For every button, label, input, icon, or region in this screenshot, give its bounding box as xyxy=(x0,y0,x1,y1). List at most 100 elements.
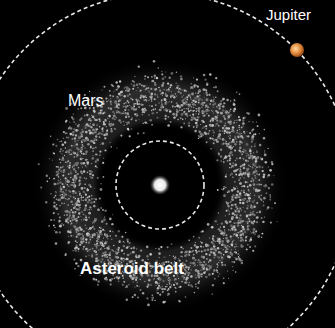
asteroid-dot xyxy=(177,85,180,88)
asteroid-dot xyxy=(226,141,228,143)
asteroid-dot xyxy=(113,91,114,92)
asteroid-dot xyxy=(81,219,82,220)
asteroid-dot xyxy=(209,110,211,112)
asteroid-dot xyxy=(116,110,117,111)
asteroid-dot xyxy=(251,130,252,131)
asteroid-dot xyxy=(188,284,190,286)
asteroid-dot xyxy=(258,165,261,168)
asteroid-dot xyxy=(223,115,226,118)
asteroid-dot xyxy=(179,88,181,90)
asteroid-dot xyxy=(192,99,194,101)
asteroid-dot xyxy=(142,95,145,98)
asteroid-dot xyxy=(127,121,130,124)
asteroid-dot xyxy=(236,132,238,134)
asteroid-dot xyxy=(216,106,218,108)
asteroid-dot xyxy=(138,255,141,258)
asteroid-dot xyxy=(238,174,240,176)
asteroid-dot xyxy=(93,278,96,281)
asteroid-dot xyxy=(75,181,77,183)
asteroid-dot xyxy=(248,160,249,161)
asteroid-dot xyxy=(238,258,241,261)
asteroid-dot xyxy=(98,230,100,232)
asteroid-dot xyxy=(209,237,210,238)
asteroid-dot xyxy=(61,143,64,146)
asteroid-dot xyxy=(99,154,100,155)
asteroid-dot xyxy=(226,222,229,225)
asteroid-dot xyxy=(78,228,80,230)
asteroid-dot xyxy=(180,251,182,253)
asteroid-dot xyxy=(261,184,263,186)
asteroid-dot xyxy=(106,101,108,103)
asteroid-dot xyxy=(38,163,40,165)
asteroid-dot xyxy=(81,130,84,133)
asteroid-dot xyxy=(222,131,223,132)
asteroid-dot xyxy=(216,269,218,271)
asteroid-dot xyxy=(56,198,58,200)
asteroid-dot xyxy=(96,232,97,233)
asteroid-dot xyxy=(110,98,111,99)
asteroid-dot xyxy=(166,284,167,285)
asteroid-dot xyxy=(234,246,236,248)
asteroid-dot xyxy=(95,129,97,131)
asteroid-dot xyxy=(146,246,149,249)
asteroid-dot xyxy=(243,185,245,187)
asteroid-dot xyxy=(242,176,243,177)
asteroid-dot xyxy=(219,273,221,275)
asteroid-dot xyxy=(245,159,247,161)
asteroid-dot xyxy=(193,254,195,256)
asteroid-dot xyxy=(206,258,207,259)
asteroid-dot xyxy=(80,216,81,217)
asteroid-dot xyxy=(242,122,245,125)
asteroid-dot xyxy=(244,231,247,234)
asteroid-dot xyxy=(80,148,83,151)
asteroid-dot xyxy=(228,154,231,157)
asteroid-dot xyxy=(133,84,136,87)
asteroid-dot xyxy=(78,208,80,210)
asteroid-dot xyxy=(255,233,256,234)
asteroid-dot xyxy=(116,147,117,148)
asteroid-dot xyxy=(76,156,78,158)
asteroid-dot xyxy=(70,220,72,222)
asteroid-dot xyxy=(124,87,125,88)
asteroid-dot xyxy=(196,78,198,80)
asteroid-dot xyxy=(95,235,97,237)
asteroid-dot xyxy=(197,86,199,88)
asteroid-dot xyxy=(256,151,257,152)
asteroid-dot xyxy=(110,283,112,285)
asteroid-dot xyxy=(83,240,85,242)
asteroid-dot xyxy=(255,158,257,160)
asteroid-dot xyxy=(248,189,249,190)
asteroid-dot xyxy=(97,177,99,179)
asteroid-dot xyxy=(116,89,118,91)
asteroid-dot xyxy=(94,131,96,133)
asteroid-dot xyxy=(210,119,212,121)
asteroid-dot xyxy=(164,103,167,106)
asteroid-dot xyxy=(67,165,68,166)
asteroid-dot xyxy=(60,190,63,193)
asteroid-dot xyxy=(86,227,88,229)
asteroid-dot xyxy=(231,249,233,251)
asteroid-dot xyxy=(129,93,130,94)
asteroid-dot xyxy=(79,176,82,179)
asteroid-dot xyxy=(181,109,183,111)
asteroid-dot xyxy=(228,147,230,149)
asteroid-dot xyxy=(112,85,114,87)
asteroid-dot xyxy=(118,230,120,232)
asteroid-dot xyxy=(196,110,197,111)
asteroid-dot xyxy=(58,180,60,182)
asteroid-dot xyxy=(237,253,239,255)
asteroid-dot xyxy=(65,161,67,163)
asteroid-dot xyxy=(241,225,242,226)
asteroid-dot xyxy=(98,118,99,119)
asteroid-dot xyxy=(149,253,152,256)
asteroid-dot xyxy=(78,181,79,182)
asteroid-dot xyxy=(80,118,82,120)
asteroid-dot xyxy=(206,258,207,259)
asteroid-dot xyxy=(191,101,193,103)
asteroid-dot xyxy=(254,165,256,167)
asteroid-dot xyxy=(190,118,193,121)
asteroid-dot xyxy=(91,126,93,128)
asteroid-dot xyxy=(217,247,220,250)
asteroid-dot xyxy=(85,159,87,161)
asteroid-dot xyxy=(60,186,61,187)
